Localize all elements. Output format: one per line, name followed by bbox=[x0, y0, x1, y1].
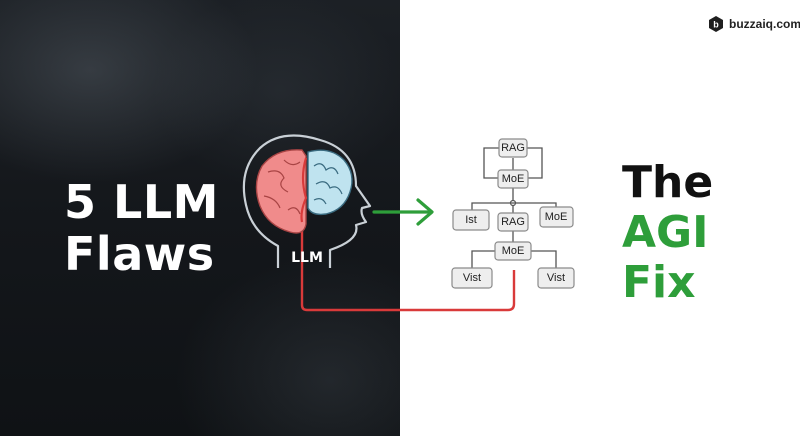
brain-right-icon bbox=[307, 149, 353, 216]
diagram-node-vist-left-label: Vist bbox=[463, 272, 481, 284]
diagram-node-rag-center bbox=[497, 212, 529, 232]
headline-right-line-3: Fix bbox=[622, 257, 696, 308]
diagram-node-vist-left bbox=[451, 267, 493, 289]
diagram-node-moe-second bbox=[497, 169, 529, 189]
diagram-node-moe-second-label: MoE bbox=[502, 173, 525, 185]
brain-divider-line bbox=[300, 157, 308, 223]
diagram-node-moe-hub-label: MoE bbox=[502, 245, 525, 257]
diagram-node-moe-right bbox=[539, 206, 574, 228]
diagram-node-moe-right-label: MoE bbox=[545, 211, 568, 223]
brain-left-icon bbox=[255, 149, 307, 234]
brand-logo[interactable]: b buzzaiq.com bbox=[708, 14, 800, 34]
headline-left-line-1: 5 LLM bbox=[64, 175, 219, 229]
hexagon-b-logo-icon: b bbox=[709, 16, 723, 32]
red-connector-line bbox=[300, 222, 516, 312]
diagram-node-rag-center-label: RAG bbox=[501, 216, 525, 228]
headline-right-line-2: AGI bbox=[622, 207, 709, 258]
diagram-node-rag-top bbox=[498, 138, 528, 158]
diagram-node-rag-top-label: RAG bbox=[501, 142, 525, 154]
green-arrow-icon bbox=[372, 198, 434, 226]
svg-text:b: b bbox=[713, 20, 719, 30]
head-silhouette bbox=[242, 134, 372, 268]
diagram-node-moe-hub bbox=[494, 241, 532, 261]
diagram-node-ist bbox=[452, 209, 490, 231]
headline-left-line-2: Flaws bbox=[64, 227, 215, 281]
llm-head-label: LLM bbox=[291, 250, 323, 266]
brand-name: buzzaiq.com bbox=[729, 17, 800, 31]
headline-left: 5 LLM Flaws bbox=[64, 176, 219, 280]
diagram-node-vist-right-label: Vist bbox=[547, 272, 565, 284]
headline-right-line-1: The bbox=[622, 157, 714, 208]
diagram-node-ist-label: Ist bbox=[465, 214, 477, 226]
flow-diagram: RAG MoE Ist RAG MoE MoE Vist Vist bbox=[451, 138, 575, 289]
dark-background-panel bbox=[0, 0, 400, 436]
headline-right: The AGI Fix bbox=[622, 158, 713, 308]
diagram-node-vist-right bbox=[537, 267, 575, 289]
